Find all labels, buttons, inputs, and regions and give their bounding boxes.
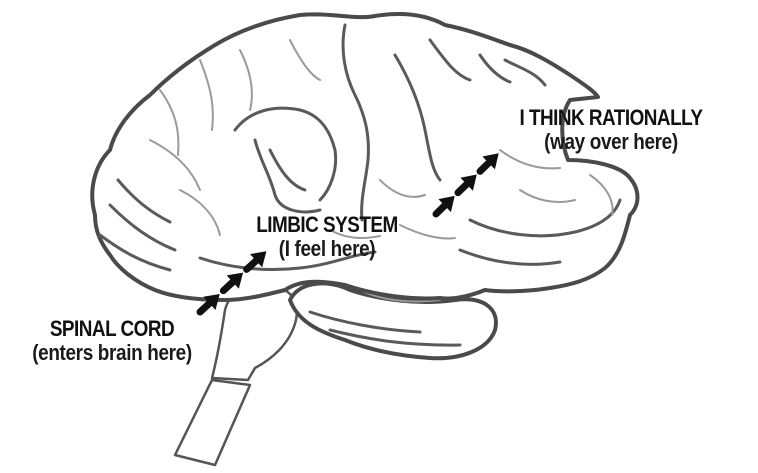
fold [329,229,381,239]
sulcus [268,148,307,192]
cerebrum-outline [90,12,640,302]
sulcus [393,53,442,182]
cerebellum-fold [308,310,422,334]
frontal-sulcus [98,233,172,272]
arrow-up-right-icon [454,174,477,197]
sulcus [503,58,547,87]
fold [499,149,561,170]
spinal-cord-title: SPINAL CORD [49,316,175,341]
temporal-sulcus [198,250,377,272]
central-sulcus [341,23,370,222]
arrow-up-right-icon [243,251,267,273]
rational-title: I THINK RATIONALLY [519,105,703,130]
rational-subtitle: (way over here) [544,129,678,154]
frontal-sulcus [116,178,172,224]
sulcus [428,38,472,82]
brain-stem [173,283,299,467]
fold [179,189,221,236]
cerebellum-outline [288,281,498,361]
rational-label: I THINK RATIONALLY (way over here) [470,107,752,153]
lateral-sulcus [233,106,338,202]
sulcus [253,138,322,214]
spinal-cord-subtitle: (enters brain here) [32,340,192,365]
arrow-head [250,251,267,268]
arrow-up-right-icon [432,195,455,218]
sulcus [478,53,512,84]
cerebellum-fold [328,328,462,347]
arrow-head [482,153,499,170]
arrow-path [196,153,499,316]
limbic-system-subtitle: (I feel here) [278,236,376,261]
fold [589,174,614,216]
fold [149,139,201,191]
fold [239,49,253,111]
cerebellum [288,281,498,361]
arrow-head [438,195,455,213]
fold [379,179,426,198]
limbic-system-title: LIMBIC SYSTEM [256,212,398,237]
arrow-head [226,272,244,289]
fold [519,189,576,203]
arrow-head [460,174,477,191]
fold [199,59,214,131]
frontal-sulcus [108,203,177,252]
fold [159,89,180,156]
arrow-up-right-icon [476,153,499,175]
spinal-cord-shape [173,378,252,467]
arrow-up-right-icon [196,293,220,316]
cerebrum [90,12,640,302]
fold [289,39,321,81]
occipital-sulcus [468,198,622,238]
fold [399,224,456,240]
sulcus [458,248,562,266]
spinal-cord-label: SPINAL CORD (enters brain here) [0,318,232,364]
arrow-up-right-icon [219,272,244,295]
arrow-head [203,293,220,311]
limbic-system-label: LIMBIC SYSTEM (I feel here) [218,214,436,260]
